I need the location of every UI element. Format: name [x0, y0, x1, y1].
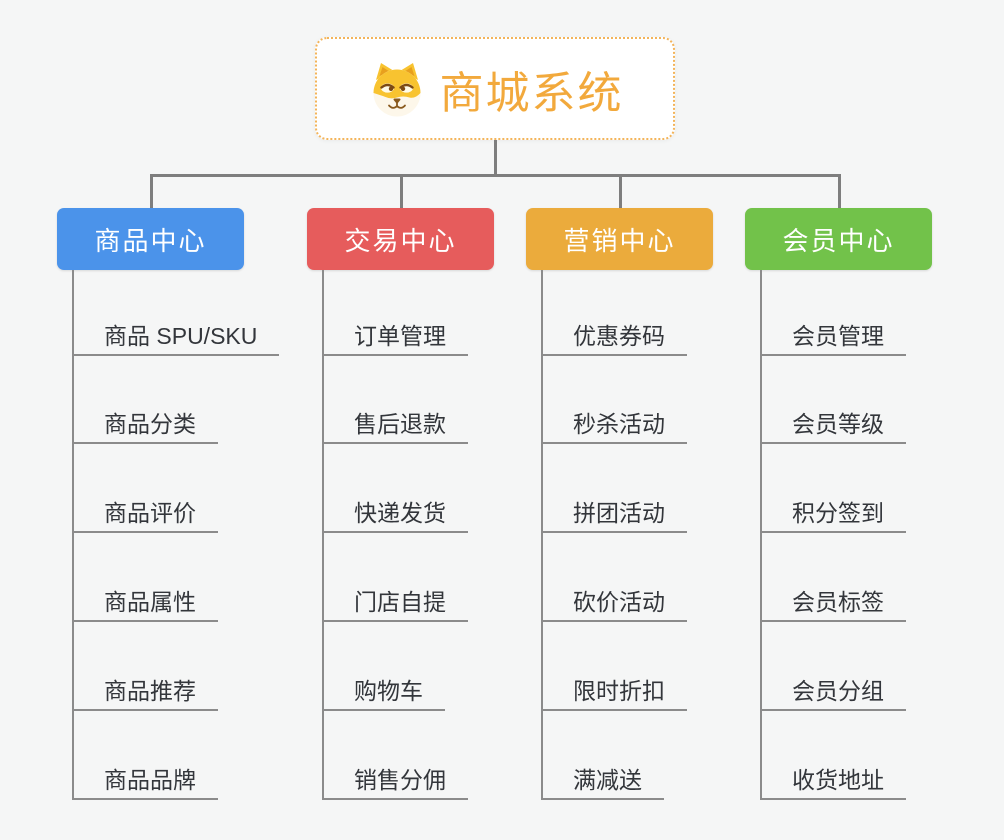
root-title: 商城系统	[439, 68, 624, 118]
leaf-node[interactable]: 销售分佣	[322, 763, 468, 800]
leaf-node[interactable]: 商品评价	[72, 496, 218, 533]
connector-line	[494, 140, 497, 177]
leaf-label: 门店自提	[354, 589, 446, 615]
leaf-node[interactable]: 拼团活动	[541, 496, 687, 533]
leaf-label: 满减送	[573, 767, 642, 793]
dog-face-icon	[373, 63, 420, 117]
leaf-node[interactable]: 商品品牌	[72, 763, 218, 800]
leaf-label: 订单管理	[354, 323, 446, 349]
leaf-label: 会员分组	[792, 678, 884, 704]
connector-line	[760, 270, 762, 800]
leaf-label: 商品评价	[104, 500, 196, 526]
branch-node-0[interactable]: 商品中心	[57, 208, 244, 270]
leaf-label: 商品品牌	[104, 767, 196, 793]
leaf-node[interactable]: 会员等级	[760, 407, 906, 444]
leaf-node[interactable]: 优惠券码	[541, 319, 687, 356]
leaf-label: 售后退款	[354, 411, 446, 437]
root-node[interactable]: 商城系统	[315, 37, 675, 140]
leaf-node[interactable]: 积分签到	[760, 496, 906, 533]
leaf-node[interactable]: 购物车	[322, 674, 445, 711]
leaf-node[interactable]: 商品属性	[72, 585, 218, 622]
branch-label: 会员中心	[782, 225, 895, 256]
branch-label: 营销中心	[563, 225, 676, 256]
connector-line	[149, 174, 153, 208]
connector-line	[399, 174, 403, 208]
leaf-node[interactable]: 商品推荐	[72, 674, 218, 711]
leaf-node[interactable]: 售后退款	[322, 407, 468, 444]
connector-line	[837, 174, 841, 208]
leaf-label: 拼团活动	[573, 500, 665, 526]
branch-node-1[interactable]: 交易中心	[307, 208, 494, 270]
leaf-label: 会员管理	[792, 323, 884, 349]
leaf-node[interactable]: 快递发货	[322, 496, 468, 533]
leaf-node[interactable]: 商品 SPU/SKU	[72, 319, 280, 356]
leaf-node[interactable]: 砍价活动	[541, 585, 687, 622]
leaf-label: 限时折扣	[573, 678, 665, 704]
branch-node-3[interactable]: 会员中心	[745, 208, 932, 270]
leaf-label: 优惠券码	[573, 323, 665, 349]
connector-line	[541, 270, 543, 800]
leaf-label: 快递发货	[354, 500, 446, 526]
connector-line	[618, 174, 622, 208]
leaf-label: 秒杀活动	[573, 411, 665, 437]
connector-line	[72, 270, 74, 800]
branch-label: 交易中心	[344, 225, 457, 256]
leaf-label: 购物车	[354, 678, 423, 704]
leaf-node[interactable]: 门店自提	[322, 585, 468, 622]
branch-node-2[interactable]: 营销中心	[526, 208, 713, 270]
leaf-node[interactable]: 会员分组	[760, 674, 906, 711]
leaf-node[interactable]: 商品分类	[72, 407, 218, 444]
leaf-label: 商品属性	[104, 589, 196, 615]
connector-line	[322, 270, 324, 800]
leaf-label: 会员标签	[792, 589, 884, 615]
leaf-node[interactable]: 限时折扣	[541, 674, 687, 711]
leaf-node[interactable]: 秒杀活动	[541, 407, 687, 444]
leaf-node[interactable]: 订单管理	[322, 319, 468, 356]
leaf-label: 积分签到	[792, 500, 884, 526]
leaf-label: 销售分佣	[354, 767, 446, 793]
leaf-label: 收货地址	[792, 767, 884, 793]
branch-label: 商品中心	[94, 225, 207, 256]
leaf-node[interactable]: 会员标签	[760, 585, 906, 622]
connector-line	[149, 174, 841, 177]
leaf-node[interactable]: 会员管理	[760, 319, 906, 356]
leaf-node[interactable]: 收货地址	[760, 763, 906, 800]
leaf-label: 会员等级	[792, 411, 884, 437]
leaf-label: 商品 SPU/SKU	[104, 323, 258, 349]
leaf-label: 砍价活动	[573, 589, 665, 615]
leaf-node[interactable]: 满减送	[541, 763, 664, 800]
leaf-label: 商品推荐	[104, 678, 196, 704]
leaf-label: 商品分类	[104, 411, 196, 437]
